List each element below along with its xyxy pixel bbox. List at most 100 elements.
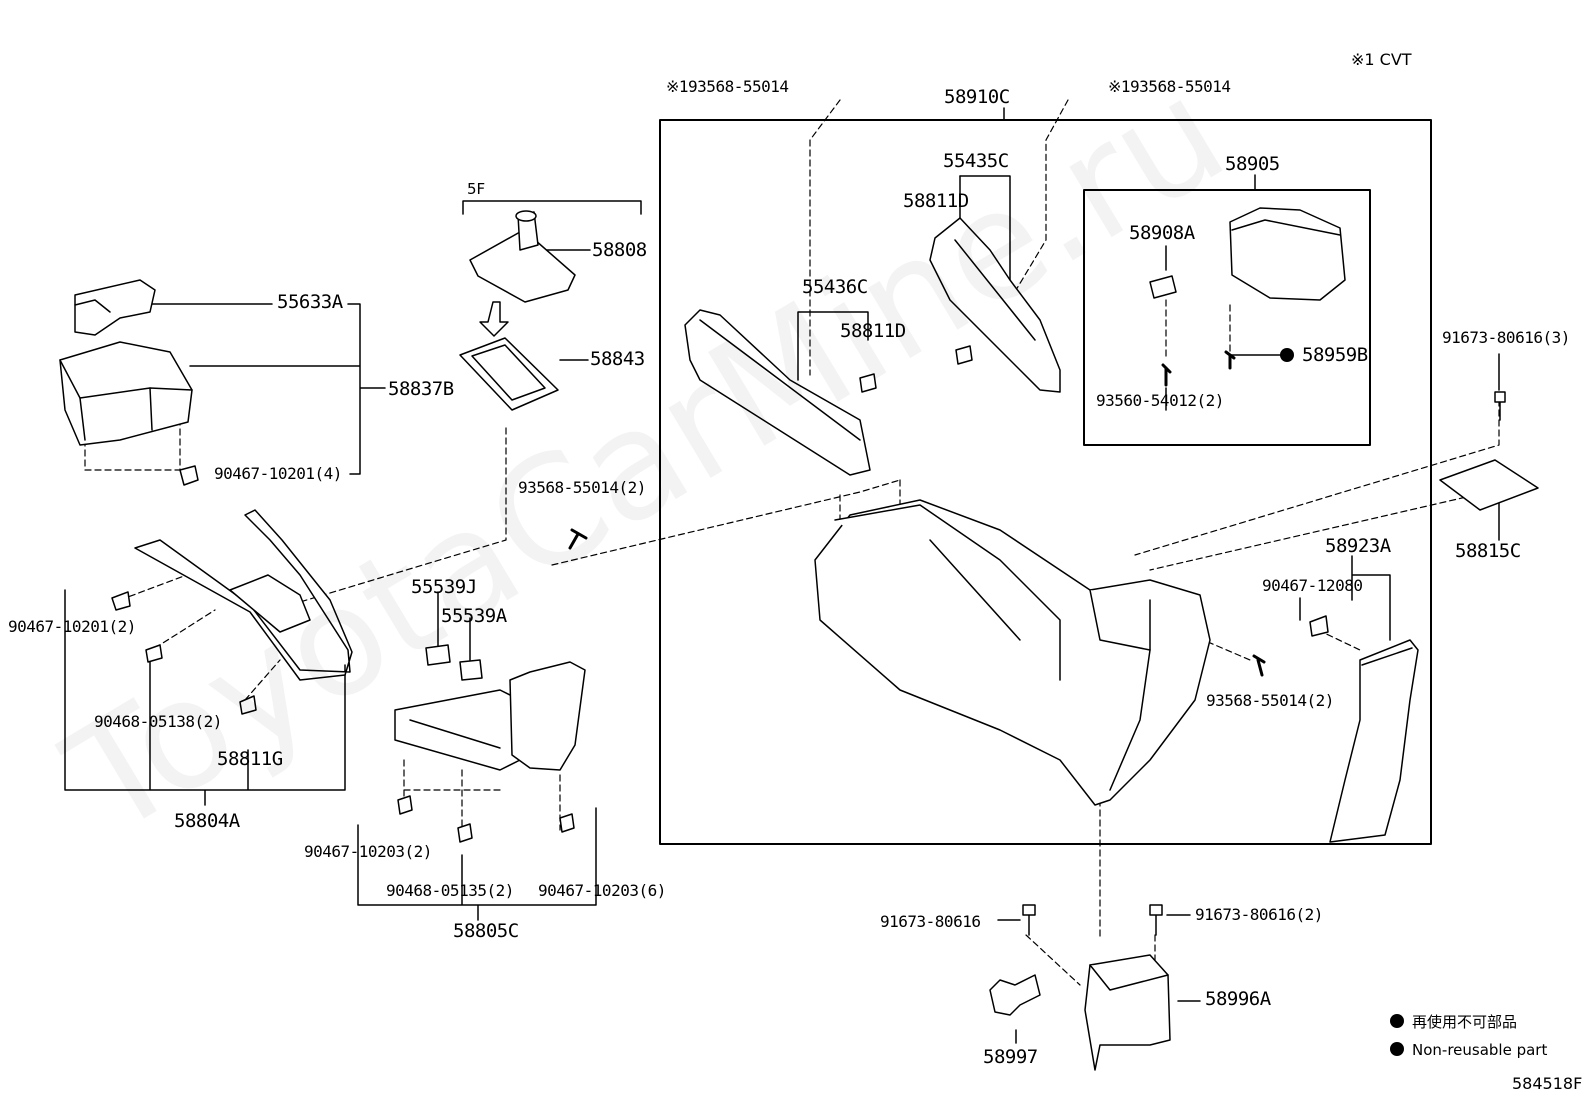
label-90467-10201-4[interactable]: 90467-10201(4) — [214, 464, 342, 483]
main-console-frame — [659, 119, 1432, 845]
part-58843 — [459, 337, 559, 411]
dash-58843-down — [299, 427, 507, 603]
part-55539J — [425, 644, 451, 666]
cvt-note: ※1 CVT — [1351, 50, 1412, 69]
part-55436C — [684, 309, 871, 476]
label-58905[interactable]: 58905 — [1225, 153, 1280, 175]
legend-ja: 再使用不可部品 — [1390, 1014, 1517, 1030]
label-58997[interactable]: 58997 — [983, 1046, 1038, 1068]
label-55633A[interactable]: 55633A — [277, 291, 343, 313]
clip-90467-10203-2 — [397, 795, 413, 815]
non-reusable-dot-icon — [1390, 1042, 1404, 1056]
label-58811D-top[interactable]: 58811D — [903, 190, 969, 212]
diagram-code: 584518F — [1512, 1074, 1583, 1093]
clip-90467-10201-4 — [179, 465, 199, 486]
label-58805C[interactable]: 58805C — [453, 920, 519, 942]
clip-90468-05135 — [457, 823, 473, 843]
part-58997 — [989, 974, 1041, 1016]
leader-55436C — [797, 311, 869, 381]
label-90468-05138[interactable]: 90468-05138(2) — [94, 712, 222, 731]
dash-91673-lower — [1025, 934, 1156, 986]
label-58959B[interactable]: 58959B — [1280, 346, 1368, 365]
label-58811D[interactable]: 58811D — [840, 320, 906, 342]
dash-58923A — [1317, 629, 1361, 651]
label-58910C[interactable]: 58910C — [944, 86, 1010, 108]
part-58910C — [814, 499, 1211, 806]
label-58811G[interactable]: 58811G — [217, 748, 283, 770]
label-193568-right[interactable]: ※193568-55014 — [1108, 77, 1231, 96]
non-reusable-dot-icon — [1390, 1014, 1404, 1028]
label-58837B[interactable]: 58837B — [388, 378, 454, 400]
label-91673-2[interactable]: 91673-80616(2) — [1195, 905, 1323, 924]
label-55539A[interactable]: 55539A — [441, 605, 507, 627]
clip-58811D-top — [955, 345, 973, 365]
legend-en: Non-reusable part — [1390, 1042, 1547, 1058]
leader-58923A — [1351, 555, 1391, 641]
clip-58804A-b — [145, 644, 163, 663]
group-5f-label: 5F — [467, 180, 486, 198]
bolt-91673-3 — [1494, 391, 1506, 421]
screw-58959B — [1224, 350, 1236, 370]
label-58808[interactable]: 58808 — [592, 239, 647, 261]
dash-58805C-clips — [403, 759, 561, 836]
dash-93568-left — [551, 479, 901, 566]
part-58804A — [134, 509, 353, 681]
part-55633A — [74, 279, 156, 336]
dash-58815C — [1149, 494, 1476, 571]
label-58908A[interactable]: 58908A — [1129, 222, 1195, 244]
dash-193568-left — [809, 99, 841, 376]
part-55435C — [929, 217, 1061, 393]
arrow-down — [479, 301, 509, 337]
leader-55539 — [437, 591, 471, 661]
label-58804A[interactable]: 58804A — [174, 810, 240, 832]
label-58843[interactable]: 58843 — [590, 348, 645, 370]
bolt-91673-left — [1022, 904, 1036, 936]
label-55435C[interactable]: 55435C — [943, 150, 1009, 172]
screw-93568-right — [1252, 654, 1266, 677]
label-93568-right[interactable]: 93568-55014(2) — [1206, 691, 1334, 710]
part-58805C — [394, 661, 586, 771]
label-90467-10203-2[interactable]: 90467-10203(2) — [304, 842, 432, 861]
label-93568-left[interactable]: 93568-55014(2) — [518, 478, 646, 497]
screw-93560 — [1161, 363, 1172, 387]
label-58923A[interactable]: 58923A — [1325, 535, 1391, 557]
part-58908A — [1149, 275, 1177, 299]
label-90467-12080[interactable]: 90467-12080 — [1262, 576, 1363, 595]
label-90468-05135[interactable]: 90468-05135(2) — [386, 881, 514, 900]
dash-91673-3 — [1134, 399, 1500, 556]
bracket-5f — [462, 200, 642, 215]
label-90467-10201-2[interactable]: 90467-10201(2) — [8, 617, 136, 636]
part-58808 — [469, 210, 576, 303]
dash-58837B — [84, 409, 181, 471]
dash-193568-right — [1009, 99, 1069, 301]
leader-58837B-bracket — [189, 303, 386, 475]
non-reusable-dot-icon — [1280, 348, 1294, 362]
armrest-frame — [1083, 189, 1371, 446]
part-58905 — [1229, 207, 1346, 301]
clip-90467-10203-6 — [559, 813, 575, 833]
label-55436C[interactable]: 55436C — [802, 276, 868, 298]
leader-55435C — [959, 175, 1011, 301]
label-58996A[interactable]: 58996A — [1205, 988, 1271, 1010]
label-90467-10203-6[interactable]: 90467-10203(6) — [538, 881, 666, 900]
label-58815C[interactable]: 58815C — [1455, 540, 1521, 562]
part-58837B — [59, 341, 193, 446]
part-58815C — [1439, 459, 1539, 511]
part-58923A — [1329, 639, 1419, 843]
label-91673-single[interactable]: 91673-80616 — [880, 912, 981, 931]
bolt-91673-right — [1149, 904, 1163, 936]
clip-58804A-a — [111, 591, 131, 611]
clip-58811D — [859, 373, 877, 393]
part-55539A — [459, 659, 483, 681]
label-193568-left[interactable]: ※193568-55014 — [666, 77, 789, 96]
part-58996A — [1084, 954, 1171, 1071]
screw-93568-left — [568, 528, 588, 550]
label-93560[interactable]: 93560-54012(2) — [1096, 391, 1224, 410]
clip-58804A-c — [239, 695, 257, 715]
label-55539J[interactable]: 55539J — [411, 576, 477, 598]
leader-58804A — [64, 589, 346, 806]
label-91673-3[interactable]: 91673-80616(3) — [1442, 328, 1570, 347]
leader-58805C — [357, 807, 597, 921]
clip-90467-12080 — [1309, 615, 1329, 637]
